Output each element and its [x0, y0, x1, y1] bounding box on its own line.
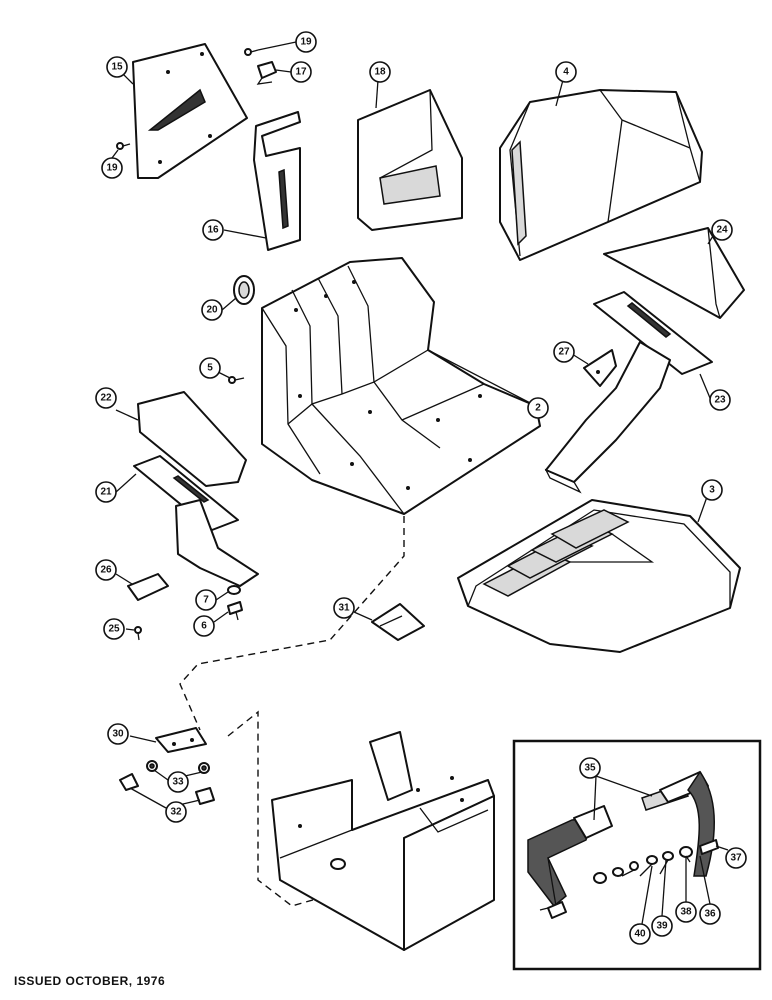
part-20-bumper — [233, 275, 255, 305]
callout-4: 4 — [555, 61, 577, 83]
callout-5: 5 — [199, 357, 221, 379]
callout-17: 17 — [290, 61, 312, 83]
part-7-washer — [227, 585, 241, 595]
callout-15: 15 — [106, 56, 128, 78]
svg-text:40: 40 — [634, 929, 646, 940]
svg-text:4: 4 — [563, 67, 569, 78]
callout-2: 2 — [527, 397, 549, 419]
part-32-bolt-a — [119, 773, 139, 791]
callout-31: 31 — [333, 597, 355, 619]
part-26-angle-bracket — [127, 573, 169, 601]
svg-text:38: 38 — [680, 907, 692, 918]
part-3-seat-cushion — [457, 499, 741, 653]
callout-33: 33 — [167, 771, 189, 793]
part-15-side-panel — [132, 43, 248, 179]
svg-text:24: 24 — [716, 225, 728, 236]
svg-text:33: 33 — [172, 777, 184, 788]
svg-text:37: 37 — [730, 853, 742, 864]
part-18-side-panel — [357, 89, 463, 231]
callout-25: 25 — [103, 618, 125, 640]
part-19-screw-top — [244, 48, 259, 56]
part-23-armrest-support-right — [544, 291, 713, 494]
svg-text:35: 35 — [584, 763, 596, 774]
part-2-seat-pan — [261, 257, 541, 515]
callout-40: 40 — [629, 923, 651, 945]
callout-24: 24 — [711, 219, 733, 241]
callout-38: 38 — [675, 901, 697, 923]
svg-text:17: 17 — [295, 67, 307, 78]
callout-3: 3 — [701, 479, 723, 501]
callout-30: 30 — [107, 723, 129, 745]
callout-27: 27 — [553, 341, 575, 363]
callout-19-top: 19 — [295, 31, 317, 53]
part-17-clip — [256, 61, 277, 85]
dashed-guide-lines — [179, 516, 405, 907]
callout-23: 23 — [709, 389, 731, 411]
svg-text:3: 3 — [709, 485, 715, 496]
svg-text:19: 19 — [106, 163, 118, 174]
seat-belt-inset — [512, 739, 762, 971]
svg-text:23: 23 — [714, 395, 726, 406]
part-33-nut-a — [146, 760, 158, 772]
callout-35: 35 — [579, 757, 601, 779]
part-4-backrest-cushion — [499, 89, 703, 261]
svg-text:2: 2 — [535, 403, 541, 414]
part-24-armrest-pad-right — [603, 227, 745, 319]
part-31-plate — [371, 603, 425, 641]
svg-text:6: 6 — [201, 621, 207, 632]
leader-lines-inset — [641, 855, 711, 925]
callout-7: 7 — [195, 589, 217, 611]
callout-6: 6 — [193, 615, 215, 637]
callout-26: 26 — [95, 559, 117, 581]
part-27-bracket — [583, 349, 617, 387]
callout-32: 32 — [165, 801, 187, 823]
svg-text:26: 26 — [100, 565, 112, 576]
svg-text:36: 36 — [704, 909, 716, 920]
svg-text:22: 22 — [100, 393, 112, 404]
svg-text:32: 32 — [170, 807, 182, 818]
callout-20: 20 — [201, 299, 223, 321]
svg-text:16: 16 — [207, 225, 219, 236]
part-32-bolt-b — [195, 787, 215, 805]
part-30-bracket — [155, 727, 207, 753]
svg-text:31: 31 — [338, 603, 350, 614]
svg-text:15: 15 — [111, 62, 123, 73]
svg-text:19: 19 — [300, 37, 312, 48]
callout-18: 18 — [369, 61, 391, 83]
part-22-armrest-pad-left — [137, 391, 247, 487]
issued-date-footer: ISSUED OCTOBER, 1976 — [14, 974, 166, 988]
svg-text:21: 21 — [100, 487, 112, 498]
svg-text:20: 20 — [206, 305, 218, 316]
svg-text:25: 25 — [108, 624, 120, 635]
svg-text:27: 27 — [558, 347, 570, 358]
seat-base-box — [271, 731, 495, 951]
svg-text:30: 30 — [112, 729, 124, 740]
callout-39: 39 — [651, 915, 673, 937]
callout-22: 22 — [95, 387, 117, 409]
svg-text:39: 39 — [656, 921, 668, 932]
part-25-screw — [134, 626, 142, 641]
callout-19-left: 19 — [101, 157, 123, 179]
part-21-armrest-support-left — [133, 455, 259, 587]
svg-text:7: 7 — [203, 595, 209, 606]
callout-21: 21 — [95, 481, 117, 503]
part-5-screw — [228, 376, 245, 384]
svg-text:5: 5 — [207, 363, 213, 374]
svg-text:18: 18 — [374, 67, 386, 78]
callout-16: 16 — [202, 219, 224, 241]
part-33-nut-b — [198, 762, 210, 774]
part-6-bolt — [227, 601, 243, 621]
callout-37: 37 — [725, 847, 747, 869]
callout-36: 36 — [699, 903, 721, 925]
part-19-screw-left — [116, 142, 131, 150]
part-16-back-bracket — [253, 111, 301, 251]
